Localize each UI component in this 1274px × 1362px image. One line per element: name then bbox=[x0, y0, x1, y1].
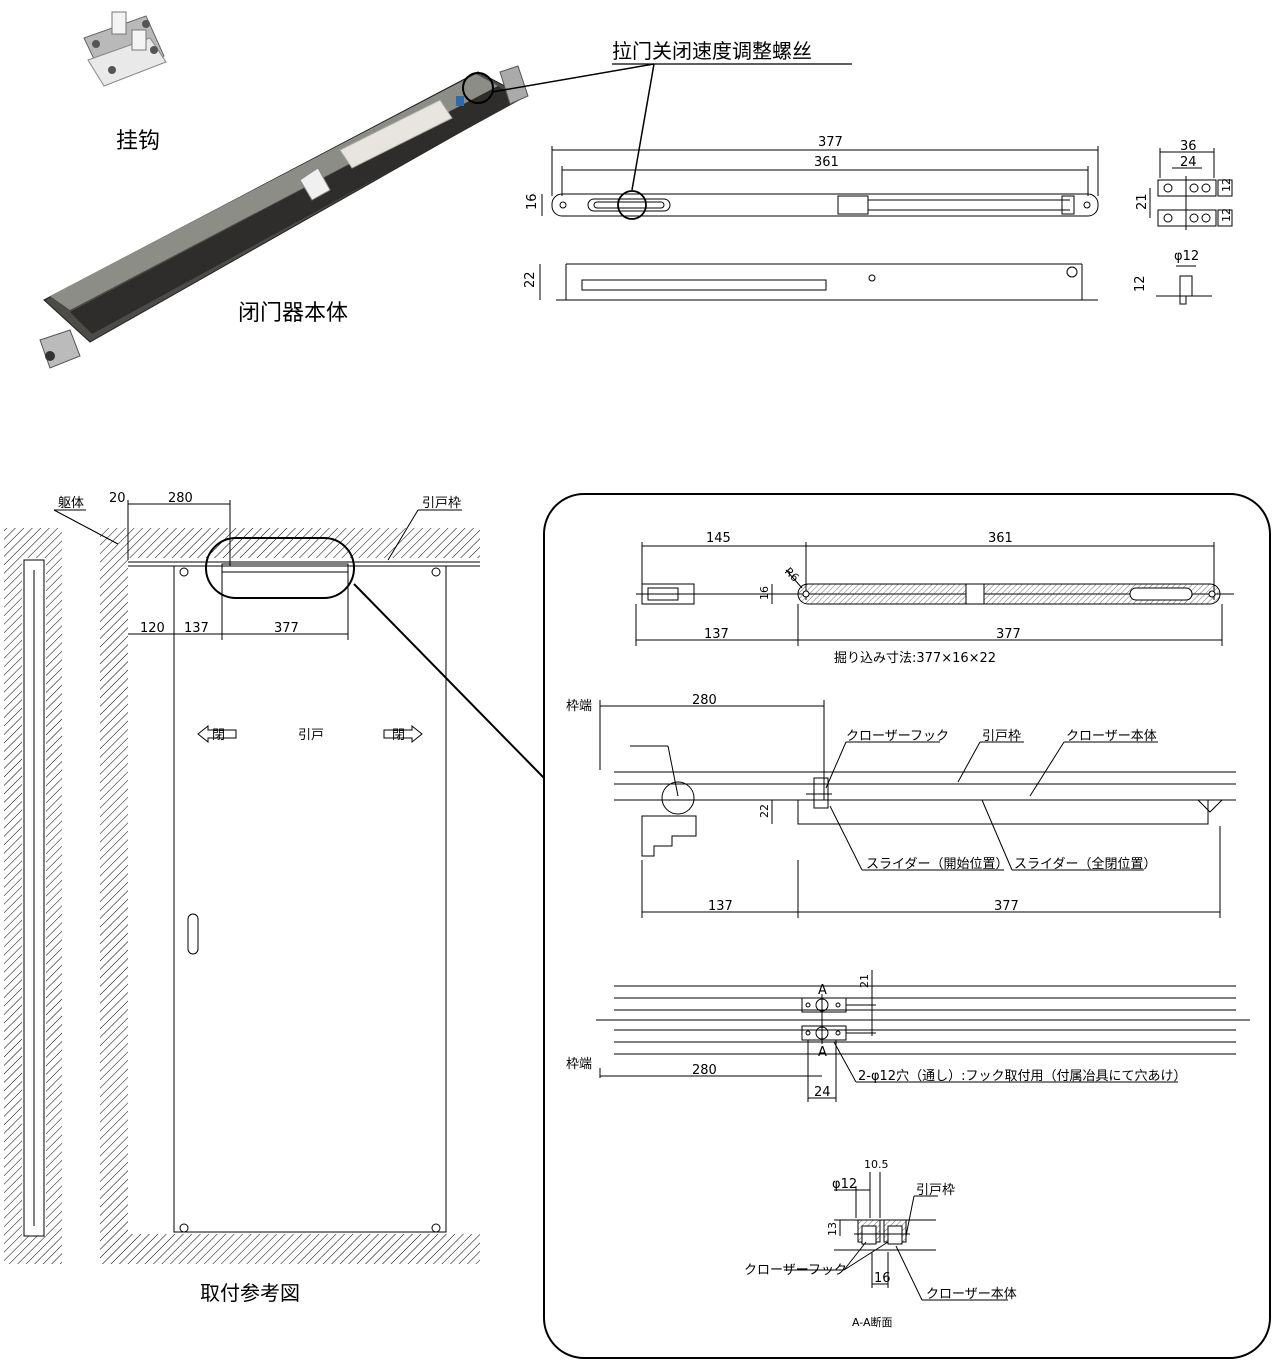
dim-12-hook-side: 12 bbox=[1133, 275, 1148, 292]
dim-13: 13 bbox=[826, 1222, 839, 1236]
install-ref-title: 取付参考図 bbox=[200, 1281, 300, 1305]
hook-label: 挂钩 bbox=[116, 129, 160, 154]
kutai-label: 躯体 bbox=[58, 495, 84, 511]
closer-hook-label-section: クローザーフック bbox=[846, 729, 949, 744]
slider-start-label: スライダー（開始位置） bbox=[866, 857, 1008, 872]
slider-full-label: スライダー（全閉位置） bbox=[1014, 856, 1156, 872]
dim-36-hook: 36 bbox=[1180, 139, 1197, 154]
dim-20: 20 bbox=[109, 491, 126, 506]
mark-a-top: A bbox=[818, 983, 827, 998]
dim-377-top: 377 bbox=[818, 135, 843, 150]
hole-note-label: 2-φ12穴（通し）:フック取付用（付属冶具にて穴あけ） bbox=[858, 1069, 1186, 1084]
dim-377-section: 377 bbox=[994, 899, 1019, 914]
detail-aa-section bbox=[784, 1172, 1008, 1301]
detail-panel bbox=[543, 493, 1271, 1359]
close-left-label: 閉 bbox=[212, 728, 225, 743]
dim-24-hook: 24 bbox=[1180, 155, 1197, 170]
closer-body-label-aa: クローザー本体 bbox=[926, 1287, 1017, 1302]
dim-16-top: 16 bbox=[525, 193, 540, 210]
dim-145: 145 bbox=[706, 531, 731, 546]
section-aa-label: A-A断面 bbox=[852, 1315, 893, 1329]
dim-phi12-hook: φ12 bbox=[1174, 249, 1199, 264]
hikido-waku-label-aa: 引戸枠 bbox=[916, 1183, 955, 1198]
dim-22-section: 22 bbox=[758, 804, 771, 818]
speed-screw-drawing-circle bbox=[617, 190, 647, 220]
hook-photo bbox=[83, 11, 167, 87]
closer-body-photo bbox=[39, 65, 529, 369]
dim-361-top: 361 bbox=[814, 155, 839, 170]
dim-16-detail: 16 bbox=[758, 586, 771, 600]
r6-label: R6 bbox=[782, 565, 802, 585]
dim-120: 120 bbox=[140, 621, 165, 636]
dim-21-hook: 21 bbox=[1135, 193, 1150, 210]
hook-drawing bbox=[1149, 148, 1233, 305]
wakuhashi-label-hole: 枠端 bbox=[566, 1057, 592, 1072]
dim-10-5: 10.5 bbox=[864, 1158, 889, 1171]
detail-section bbox=[599, 700, 1236, 918]
dim-280-section: 280 bbox=[692, 693, 717, 708]
dim-12-hook-b: 12 bbox=[1220, 208, 1233, 222]
dim-377-plan: 377 bbox=[996, 627, 1021, 642]
dim-16-aa: 16 bbox=[874, 1271, 891, 1286]
speed-screw-label: 拉门关闭速度调整螺丝 bbox=[612, 39, 812, 63]
dim-137-section: 137 bbox=[708, 899, 733, 914]
dim-137-plan: 137 bbox=[704, 627, 729, 642]
horikomi-label: 掘り込み寸法:377×16×22 bbox=[834, 651, 996, 666]
dim-phi12-aa: φ12 bbox=[832, 1177, 857, 1192]
detail-hole-plan bbox=[596, 970, 1250, 1102]
dim-12-hook-a: 12 bbox=[1220, 178, 1233, 192]
installation-elevation bbox=[4, 500, 545, 1264]
speed-screw-callout-circle bbox=[462, 72, 494, 104]
close-right-label: 閉 bbox=[392, 728, 405, 743]
dim-361-detail: 361 bbox=[988, 531, 1013, 546]
closer-hook-label-aa: クローザーフック bbox=[744, 1263, 847, 1278]
detail-plan bbox=[635, 542, 1234, 646]
dim-24-hole: 24 bbox=[814, 1085, 831, 1100]
mark-a-bottom: A bbox=[818, 1045, 827, 1060]
closer-body-label-section: クローザー本体 bbox=[1066, 729, 1157, 744]
hikido-waku-label-elev: 引戸枠 bbox=[422, 496, 461, 511]
dim-21-hole: 21 bbox=[858, 974, 871, 988]
dim-280-hole: 280 bbox=[692, 1063, 717, 1078]
hikido-label: 引戸 bbox=[298, 728, 324, 743]
hikido-waku-label-section: 引戸枠 bbox=[982, 729, 1021, 744]
dim-377-elev: 377 bbox=[274, 621, 299, 636]
wakuhashi-label-section: 枠端 bbox=[566, 699, 592, 714]
top-plan-drawing bbox=[539, 146, 1099, 301]
dim-22-top: 22 bbox=[523, 271, 538, 288]
closer-body-label: 闭门器本体 bbox=[238, 301, 348, 326]
dim-137-elev: 137 bbox=[184, 621, 209, 636]
dim-280-elev: 280 bbox=[168, 491, 193, 506]
